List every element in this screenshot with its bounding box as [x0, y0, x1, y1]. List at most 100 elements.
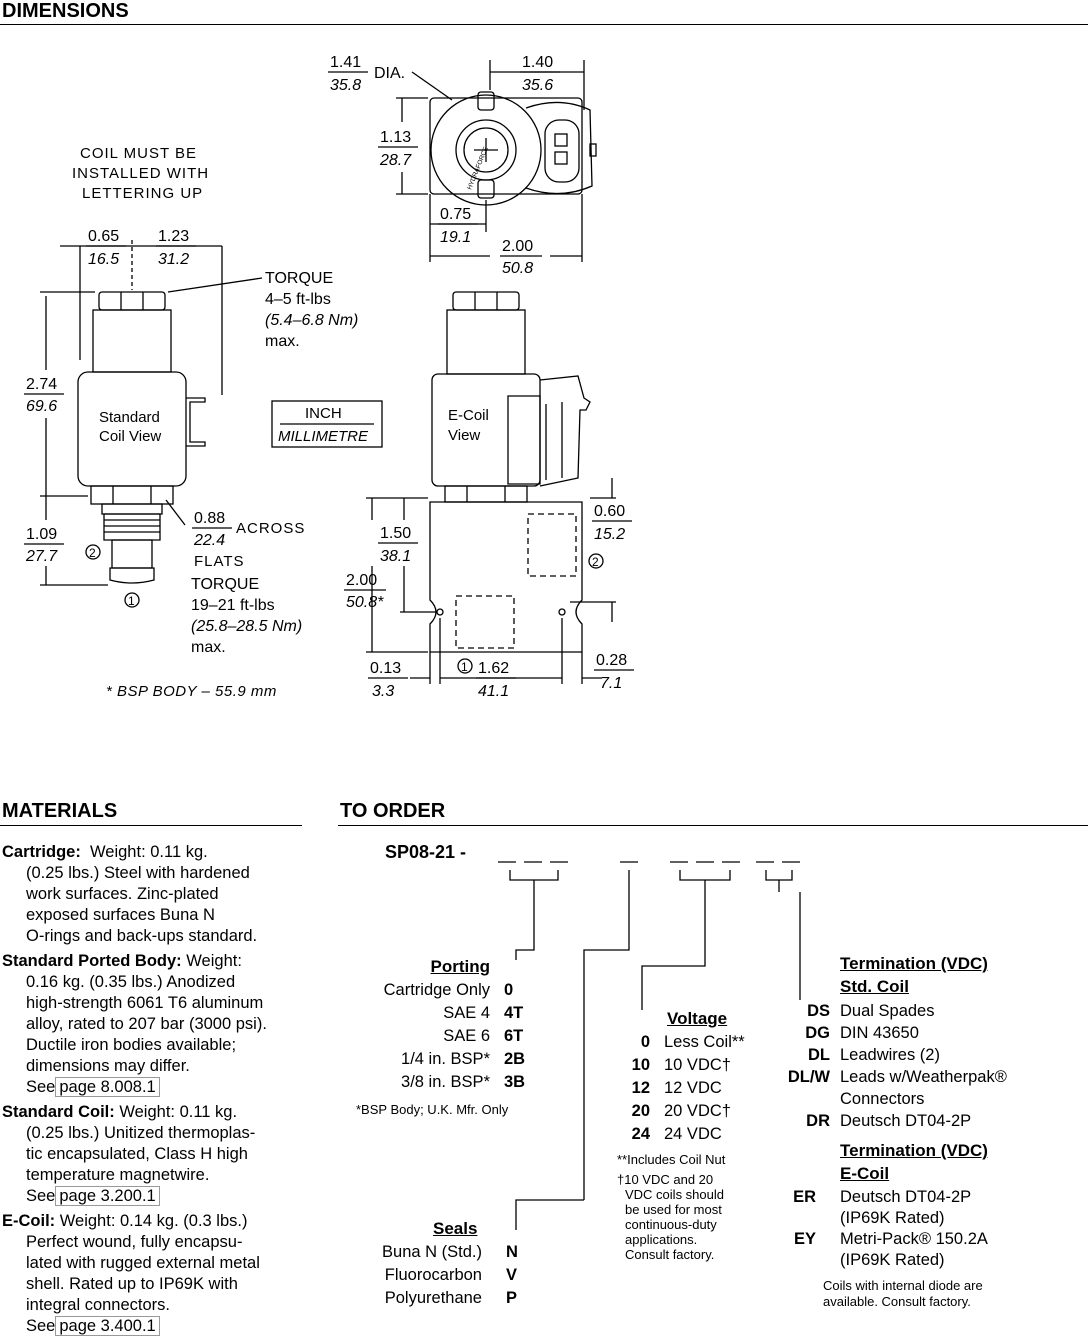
- termination-std-labels: Dual Spades DIN 43650 Leadwires (2) Lead…: [840, 1000, 1007, 1132]
- dimension-drawing: COIL MUST BE INSTALLED WITH LETTERING UP…: [24, 54, 634, 700]
- material-line: tic encapsulated, Class H high: [26, 1145, 248, 1163]
- material-line: Weight: 0.11 kg.: [119, 1103, 238, 1121]
- porting-label: SAE 4: [443, 1004, 490, 1022]
- porting-code: 4T: [504, 1004, 524, 1022]
- dim-191: 19.1: [440, 229, 471, 246]
- termination-ecoil-title: Termination (VDC): [840, 1141, 988, 1160]
- to-order-rule: [338, 825, 1088, 826]
- page-link-3200[interactable]: page 3.200.1: [55, 1186, 160, 1206]
- porting-note: *BSP Body; U.K. Mfr. Only: [356, 1102, 509, 1117]
- material-title: Standard Coil:: [2, 1103, 115, 1121]
- torque-bottom-2: 19–21 ft-lbs: [191, 597, 275, 614]
- material-title: E-Coil:: [2, 1212, 56, 1230]
- porting-title: Porting: [430, 957, 491, 976]
- material-line: work surfaces. Zinc-plated: [26, 885, 219, 903]
- voltage-label: 24 VDC: [664, 1125, 722, 1143]
- coil-nut: [98, 291, 166, 311]
- dim-141: 1.41: [330, 54, 361, 71]
- termination-code: DL/W: [787, 1068, 830, 1086]
- port-2-left: 2: [89, 546, 96, 560]
- termination-code: [770, 1208, 816, 1229]
- dim-150: 1.50: [380, 525, 411, 542]
- seal-code: P: [506, 1289, 518, 1307]
- dim-274: 2.74: [26, 376, 57, 393]
- termination-label: Connectors: [840, 1090, 925, 1108]
- material-line: 0.16 kg. (0.35 lbs.) Anodized: [26, 973, 236, 991]
- dim-358: 35.8: [330, 77, 361, 94]
- voltage-note-2: †10 VDC and 20 VDC coils should be used …: [617, 1172, 724, 1262]
- material-e-coil: E-Coil: Weight: 0.14 kg. (0.3 lbs.) Perf…: [2, 1211, 302, 1337]
- termination-ecoil-note: Coils with internal diode are available.…: [823, 1278, 983, 1310]
- dim-312: 31.2: [158, 251, 189, 268]
- porting-code: 2B: [504, 1050, 526, 1068]
- porting-labels: Cartridge Only SAE 4 SAE 6 1/4 in. BSP* …: [360, 979, 490, 1094]
- voltage-code: 24: [631, 1125, 650, 1143]
- dim-411: 41.1: [478, 683, 509, 700]
- material-line: (0.25 lbs.) Unitized thermoplas-: [26, 1124, 256, 1142]
- torque-top-2: 4–5 ft-lbs: [265, 291, 331, 308]
- note-line: continuous-duty: [625, 1217, 717, 1232]
- termination-code: ER: [793, 1188, 816, 1206]
- termination-label: Leads w/Weatherpak®: [840, 1068, 1007, 1086]
- material-line: Ductile iron bodies available;: [26, 1036, 237, 1054]
- seal-code: V: [506, 1266, 518, 1284]
- seal-code: N: [506, 1243, 518, 1261]
- porting-label: 1/4 in. BSP*: [401, 1050, 490, 1068]
- torque-bottom-3: (25.8–28.5 Nm): [191, 618, 302, 635]
- termination-label: Dual Spades: [840, 1002, 935, 1020]
- note-line: be used for most: [625, 1202, 722, 1217]
- termination-code: [770, 1088, 830, 1110]
- note-line: Consult factory.: [625, 1247, 715, 1262]
- coil-note-1: COIL MUST BE: [80, 145, 197, 162]
- voltage-label: Less Coil**: [664, 1033, 745, 1051]
- material-line: Weight: 0.11 kg.: [90, 843, 208, 861]
- termination-code: DR: [806, 1112, 830, 1130]
- dim-060: 0.60: [594, 503, 625, 520]
- dim-200b: 2.00: [346, 572, 377, 589]
- seal-label: Buna N (Std.): [382, 1243, 482, 1261]
- dim-33: 3.3: [372, 683, 394, 700]
- note-line: †10 VDC and 20: [617, 1172, 714, 1187]
- see-label: See: [26, 1078, 56, 1096]
- dim-140: 1.40: [522, 54, 553, 71]
- ecoil-label-1: E-Coil: [448, 407, 489, 424]
- material-cartridge: Cartridge: Weight: 0.11 kg. (0.25 lbs.) …: [2, 842, 302, 947]
- dim-287: 28.7: [379, 152, 412, 169]
- porting-code: 6T: [504, 1027, 524, 1045]
- torque-top-1: TORQUE: [265, 270, 333, 287]
- porting-code: 3B: [504, 1073, 526, 1091]
- termination-std-codes: DS DG DL DL/W DR: [770, 1000, 830, 1132]
- note-line: available. Consult factory.: [823, 1294, 971, 1309]
- seals-title: Seals: [433, 1219, 478, 1238]
- dim-123: 1.23: [158, 228, 189, 245]
- material-line: temperature magnetwire.: [26, 1166, 210, 1184]
- termination-ecoil-codes: ER EY: [770, 1187, 816, 1271]
- voltage-code: 20: [631, 1102, 650, 1120]
- seals-codes: N V P: [506, 1241, 518, 1310]
- unit-mm: MILLIMETRE: [278, 428, 369, 445]
- coil-note-2: INSTALLED WITH: [72, 165, 209, 182]
- dim-277: 27.7: [25, 548, 58, 565]
- page-link-8008[interactable]: page 8.008.1: [55, 1077, 160, 1097]
- dim-162: 1.62: [478, 660, 509, 677]
- termination-code: DL: [808, 1046, 830, 1064]
- note-line: applications.: [625, 1232, 698, 1247]
- porting-label: 3/8 in. BSP*: [401, 1073, 490, 1091]
- material-title: Standard Ported Body:: [2, 952, 182, 970]
- material-line: (0.25 lbs.) Steel with hardened: [26, 864, 250, 882]
- see-label: See: [26, 1317, 56, 1335]
- material-standard-coil: Standard Coil: Weight: 0.11 kg. (0.25 lb…: [2, 1102, 302, 1207]
- termination-label: Metri-Pack® 150.2A: [840, 1230, 988, 1248]
- torque-top-3: (5.4–6.8 Nm): [265, 312, 358, 329]
- dim-696: 69.6: [26, 398, 57, 415]
- dim-065: 0.65: [88, 228, 119, 245]
- dim-165: 16.5: [88, 251, 119, 268]
- flats-label: FLATS: [194, 553, 245, 570]
- dim-508b: 50.8*: [346, 594, 384, 611]
- material-line: Weight:: [186, 952, 242, 970]
- page-link-3400[interactable]: page 3.400.1: [55, 1316, 160, 1336]
- termination-label: (IP69K Rated): [840, 1251, 945, 1269]
- dia-label: DIA.: [374, 65, 405, 82]
- torque-bottom-4: max.: [191, 639, 226, 656]
- bsp-note: * BSP BODY – 55.9 mm: [106, 683, 277, 700]
